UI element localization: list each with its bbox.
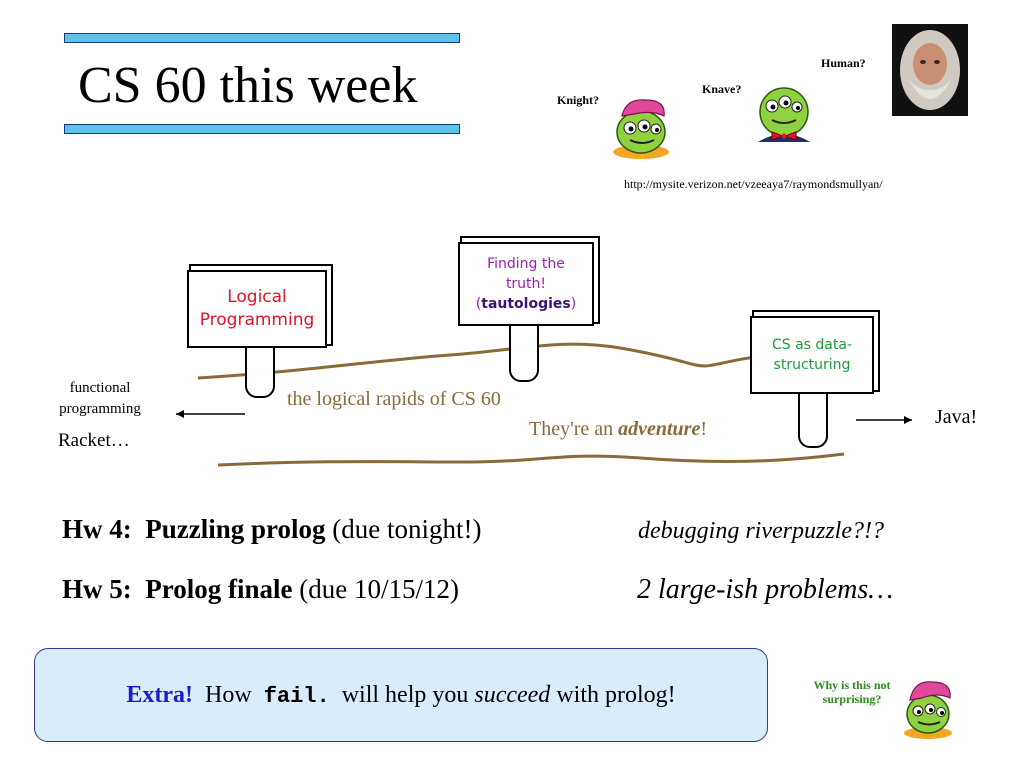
pink-hat-alien-icon [904,681,952,739]
extra-callout-box: Extra! How fail. will help you succeed w… [34,648,768,742]
river-lower-bank [217,452,845,467]
hw4-line: Hw 4: Puzzling prolog (due tonight!) [62,514,481,545]
sign-data-structuring: CS as data- structuring [750,316,874,394]
extra-text-after: with prolog! [556,681,676,708]
adventure-line: They're an adventure! [529,418,707,441]
sign-truth-line1: Finding the [487,256,565,272]
sign-logical-line2: Programming [199,310,315,330]
sign-data-line1: CS as data- [771,337,853,353]
sign-finding-truth: Finding the truth! (tautologies) [458,242,594,326]
sign-post-truth [509,322,539,382]
why-line2: surprising? [822,692,882,706]
java-label: Java! [935,406,978,428]
paren-open: ( [475,296,482,312]
title-bar-top [64,33,460,43]
sign-data-line2: structuring [773,357,851,373]
hw5-label: Hw 5: [62,574,132,604]
sign-post-logical [245,342,275,398]
sign-truth-tautologies: tautologies [481,296,571,312]
source-url[interactable]: http://mysite.verizon.net/vzeeaya7/raymo… [624,177,883,191]
hw5-title: Prolog finale [145,574,293,604]
river-upper-bank [197,342,853,380]
sign-truth-line3: (tautologies) [476,294,576,314]
hw5-due: (due 10/15/12) [292,574,459,604]
rapids-text: the logical rapids of CS 60 [287,388,501,410]
hw4-due: (due tonight!) [325,514,482,544]
extra-code: fail. [263,683,330,709]
human-label: Human? [821,56,866,70]
functional-programming-label: functional programming [42,378,158,420]
sign-logical-programming: Logical Programming [187,270,327,348]
page-title: CS 60 this week [78,57,418,114]
hw5-note: 2 large-ish problems… [637,574,894,605]
knight-alien-icon [613,99,669,159]
extra-text-middle: will help you [341,681,469,708]
adventure-suffix: ! [700,418,708,440]
hw4-title: Puzzling prolog [145,514,326,544]
adventure-word: adventure [618,418,701,440]
right-arrowhead [904,416,912,424]
why-not-surprising-label: Why is this not surprising? [800,678,904,706]
why-line1: Why is this not [813,678,891,692]
sign-post-data [798,390,828,448]
knave-alien-icon [758,87,810,142]
river-banks [176,342,912,467]
extra-italic-word: succeed [474,681,551,708]
hw4-label: Hw 4: [62,514,132,544]
title-bar-bottom [64,124,460,134]
functional-line2: programming [59,401,141,417]
extra-text-before: How [205,681,252,708]
hw4-note: debugging riverpuzzle?!? [638,518,884,544]
sign-truth-line2: truth! [505,276,547,292]
human-portrait [892,24,968,116]
knave-label: Knave? [702,82,742,96]
adventure-prefix: They're an [529,418,619,440]
functional-line1: functional [69,380,131,396]
sign-logical-line1: Logical [227,287,287,307]
racket-label: Racket… [58,430,130,451]
knight-label: Knight? [557,93,600,107]
left-arrowhead [176,410,184,418]
hw5-line: Hw 5: Prolog finale (due 10/15/12) [62,574,459,605]
extra-label: Extra! [126,681,194,708]
extra-sentence: Extra! How fail. will help you succeed w… [126,682,675,709]
paren-close: ) [570,296,577,312]
